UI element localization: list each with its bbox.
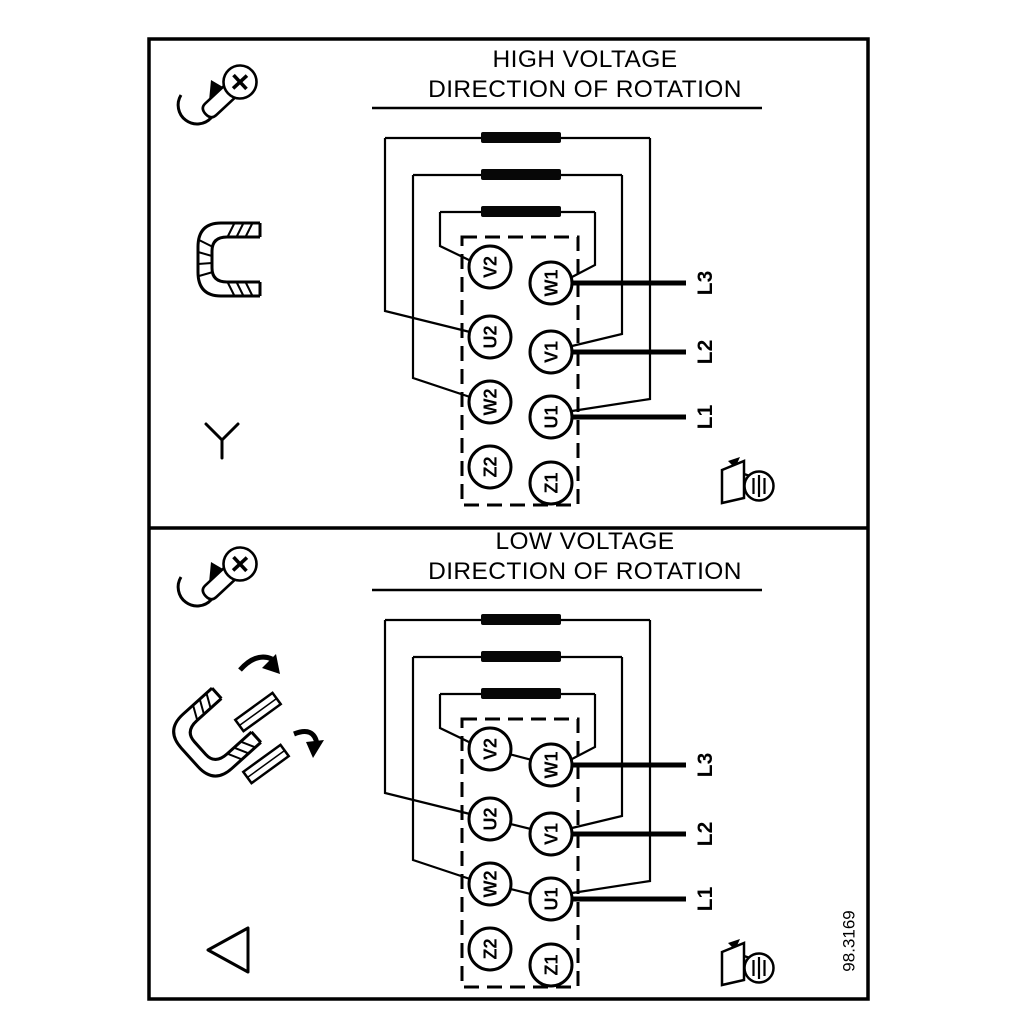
supply-lines: L3 L2 L1 — [572, 753, 717, 911]
move-arrow — [238, 654, 274, 672]
drawing-number: 98.3169 — [840, 910, 859, 971]
jumper-bars — [385, 132, 650, 217]
panel-high-voltage: HIGH VOLTAGE DIRECTION OF ROTATION L3 — [176, 46, 775, 507]
panel-low-voltage: LOW VOLTAGE DIRECTION OF ROTATION — [172, 528, 859, 989]
terminal-u1: U1 — [528, 876, 574, 922]
terminals: V2 U2 W2 Z2 W1 V1 U1 Z1 — [467, 244, 574, 506]
supply-line-label-l1: L1 — [694, 886, 717, 911]
jumper-link-icon — [196, 221, 262, 298]
jumper-bars — [385, 614, 650, 699]
supply-line-label-l2: L2 — [694, 340, 717, 365]
figure-frame — [147, 37, 870, 1001]
svg-text:W2: W2 — [481, 871, 501, 898]
supply-line-label-l2: L2 — [694, 822, 717, 847]
wiring-loops — [383, 620, 652, 901]
jumper-bar — [481, 614, 561, 625]
svg-text:U2: U2 — [481, 325, 501, 348]
jumper-bar — [481, 132, 561, 143]
supply-line-label-l3: L3 — [694, 271, 717, 296]
terminals: V2 U2 W2 Z2 W1 V1 U1 Z1 — [467, 726, 574, 988]
jumper-bar — [481, 169, 561, 180]
screw-rotation-icon — [176, 546, 258, 608]
svg-text:Z2: Z2 — [481, 456, 501, 477]
terminal-z2: Z2 — [467, 444, 513, 490]
svg-text:W1: W1 — [542, 270, 562, 297]
panel-title-line2: DIRECTION OF ROTATION — [428, 558, 742, 585]
screw-rotation-icon — [176, 64, 258, 126]
terminal-z1: Z1 — [528, 460, 574, 506]
terminal-w2: W2 — [467, 379, 513, 425]
jumper-lug — [241, 743, 291, 785]
svg-text:V2: V2 — [481, 256, 501, 278]
terminal-u1: U1 — [528, 394, 574, 440]
delta-jumper-icon — [172, 654, 324, 785]
svg-text:Z2: Z2 — [481, 938, 501, 959]
terminal-u2: U2 — [467, 796, 513, 842]
jumper-bar — [481, 651, 561, 662]
terminal-w1: W1 — [528, 742, 574, 788]
svg-text:Z1: Z1 — [542, 472, 562, 493]
terminal-u2: U2 — [467, 314, 513, 360]
terminal-z2: Z2 — [467, 926, 513, 972]
svg-text:W2: W2 — [481, 389, 501, 416]
supply-line-label-l3: L3 — [694, 753, 717, 778]
terminal-v2: V2 — [467, 726, 513, 772]
terminal-v1: V1 — [528, 329, 574, 375]
svg-text:U1: U1 — [542, 405, 562, 428]
supply-line-label-l1: L1 — [694, 404, 717, 429]
earth-terminal-icon — [720, 939, 775, 987]
svg-text:W1: W1 — [542, 752, 562, 779]
delta-connection-icon — [206, 926, 250, 974]
svg-text:U2: U2 — [481, 807, 501, 830]
panel-title-line1: LOW VOLTAGE — [495, 528, 674, 555]
panel-title-line1: HIGH VOLTAGE — [493, 46, 678, 73]
panel-title-line2: DIRECTION OF ROTATION — [428, 76, 742, 103]
jumper-bar — [481, 206, 561, 217]
svg-text:V1: V1 — [542, 823, 562, 845]
terminal-box — [460, 717, 580, 989]
jumper-bar — [481, 688, 561, 699]
terminal-w1: W1 — [528, 260, 574, 306]
star-connection-icon — [204, 422, 240, 460]
terminal-z1: Z1 — [528, 942, 574, 988]
wiring-loops — [383, 138, 652, 413]
earth-terminal-icon — [720, 457, 775, 505]
terminal-w2: W2 — [467, 861, 513, 907]
supply-lines: L3 L2 L1 — [572, 271, 717, 429]
terminal-box — [460, 235, 580, 507]
terminal-v2: V2 — [467, 244, 513, 290]
jumper-lug — [233, 691, 283, 733]
svg-text:V1: V1 — [542, 341, 562, 363]
svg-text:U1: U1 — [542, 887, 562, 910]
svg-text:V2: V2 — [481, 738, 501, 760]
svg-text:Z1: Z1 — [542, 954, 562, 975]
terminal-v1: V1 — [528, 811, 574, 857]
